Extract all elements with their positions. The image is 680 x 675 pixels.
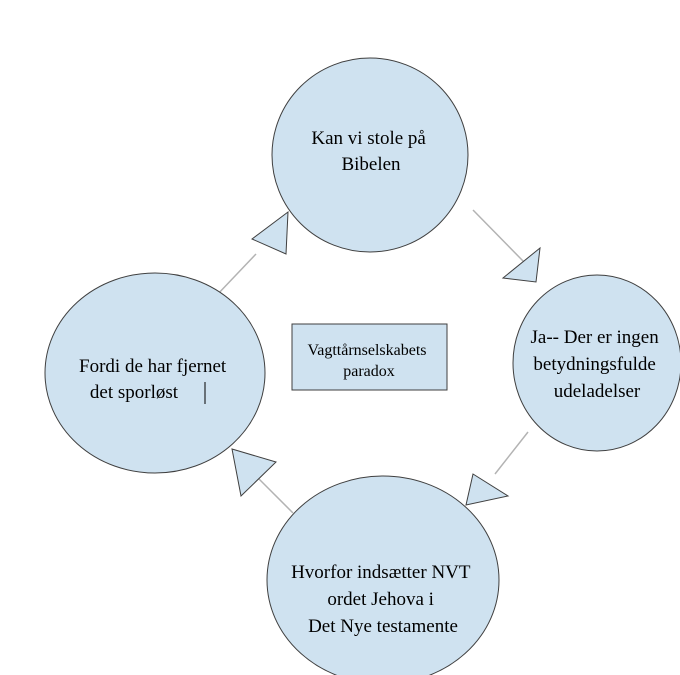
connector-bottom-left bbox=[255, 475, 294, 514]
arrowhead-bottom-left bbox=[231, 448, 277, 498]
node-right-circle bbox=[512, 274, 680, 452]
connector-top-right bbox=[472, 209, 525, 263]
arrowhead-top-right bbox=[501, 246, 541, 283]
center-label-box bbox=[291, 323, 448, 391]
node-right-line-3: udeladelser bbox=[554, 381, 641, 402]
node-bottom-line-1: Hvorfor indsætter NVT bbox=[291, 562, 471, 583]
node-bottom-line-3: Det Nye testamente bbox=[308, 616, 458, 637]
connector-left-top bbox=[215, 253, 257, 297]
node-top-line-2: Bibelen bbox=[341, 154, 401, 175]
node-left-text: Fordi de har fjernet det sporløst bbox=[79, 356, 231, 403]
node-bottom-line-2: ordet Jehova i bbox=[327, 589, 434, 610]
node-left-line-2: det sporløst bbox=[90, 382, 179, 403]
arrowhead-right-bottom bbox=[465, 473, 510, 506]
node-left-line-1: Fordi de har fjernet bbox=[79, 356, 227, 377]
node-top-line-1: Kan vi stole på bbox=[311, 128, 426, 149]
node-top-circle bbox=[271, 57, 469, 253]
node-bottom-circle bbox=[266, 475, 500, 675]
arrowhead-left-top bbox=[251, 210, 289, 255]
node-bottom-text: Hvorfor indsætter NVT ordet Jehova i Det… bbox=[291, 562, 475, 637]
connector-right-bottom bbox=[494, 431, 529, 475]
node-right-text: Ja-- Der er ingen betydningsfulde udelad… bbox=[531, 327, 664, 402]
node-right-line-1: Ja-- Der er ingen bbox=[531, 327, 660, 348]
center-label-text: Vagttårnselskabets paradox bbox=[307, 342, 430, 380]
center-label-line-2: paradox bbox=[343, 363, 395, 380]
node-left-circle bbox=[44, 272, 266, 474]
node-right-line-2: betydningsfulde bbox=[533, 354, 655, 375]
node-top-text: Kan vi stole på Bibelen bbox=[311, 128, 430, 175]
center-label-line-1: Vagttårnselskabets bbox=[307, 342, 426, 359]
